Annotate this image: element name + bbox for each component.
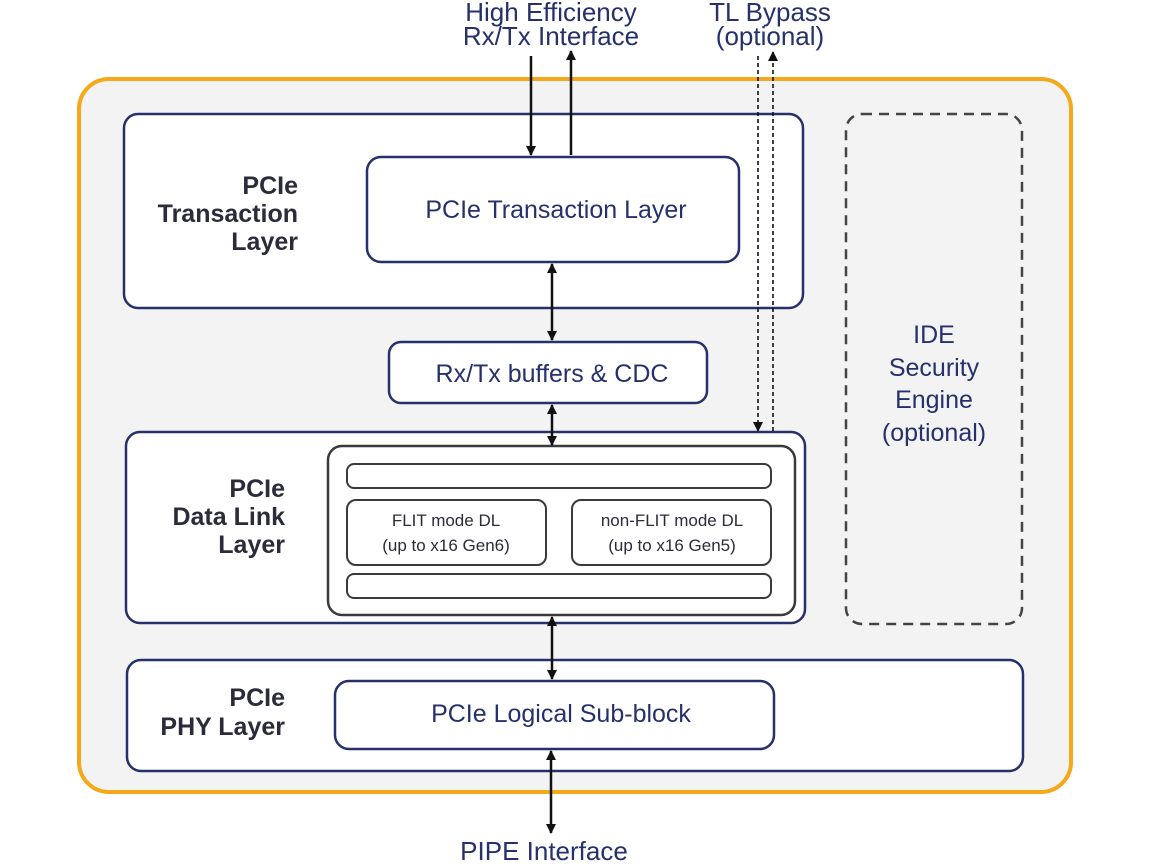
logical-sub-block-label: PCIe Logical Sub-block [431, 700, 691, 728]
ide-label-4: (optional) [882, 419, 986, 447]
ide-label-3: Engine [895, 386, 973, 414]
hei-label-2: Rx/Tx Interface [463, 21, 639, 51]
phy-layer-label-2: PHY Layer [160, 713, 285, 741]
ide-security-engine-box [844, 112, 1024, 626]
data-link-layer-label-2: Data Link [172, 503, 285, 531]
data-link-layer-label-1: PCIe [229, 475, 285, 503]
transaction-layer-label-1: PCIe [242, 172, 298, 200]
pipe-interface-label: PIPE Interface [460, 836, 628, 866]
transaction-layer-block [365, 155, 741, 264]
non-flit-mode-block [571, 499, 772, 566]
data-link-bottom-bar [346, 573, 772, 599]
tl-bypass-label-2: (optional) [716, 21, 824, 51]
ide-label-1: IDE [913, 321, 955, 349]
buffers-block [387, 340, 709, 405]
data-link-top-bar [346, 463, 772, 489]
flit-mode-label-2: (up to x16 Gen6) [382, 536, 510, 555]
tl-bypass-label-1: TL Bypass [709, 0, 831, 27]
flit-mode-block [346, 499, 547, 566]
buffers-block-label: Rx/Tx buffers & CDC [436, 360, 669, 388]
hei-label-1: High Efficiency [465, 0, 637, 27]
transaction-layer-label-3: Layer [231, 228, 298, 256]
transaction-layer-label-2: Transaction [158, 200, 298, 228]
ide-label-2: Security [889, 354, 980, 382]
non-flit-mode-label-1: non-FLIT mode DL [601, 511, 743, 530]
phy-layer-label-1: PCIe [229, 684, 285, 712]
transaction-layer-block-label: PCIe Transaction Layer [425, 196, 686, 224]
flit-mode-label-1: FLIT mode DL [392, 511, 500, 530]
logical-sub-block [333, 679, 776, 751]
non-flit-mode-label-2: (up to x16 Gen5) [608, 536, 736, 555]
data-link-layer-label-3: Layer [218, 531, 285, 559]
